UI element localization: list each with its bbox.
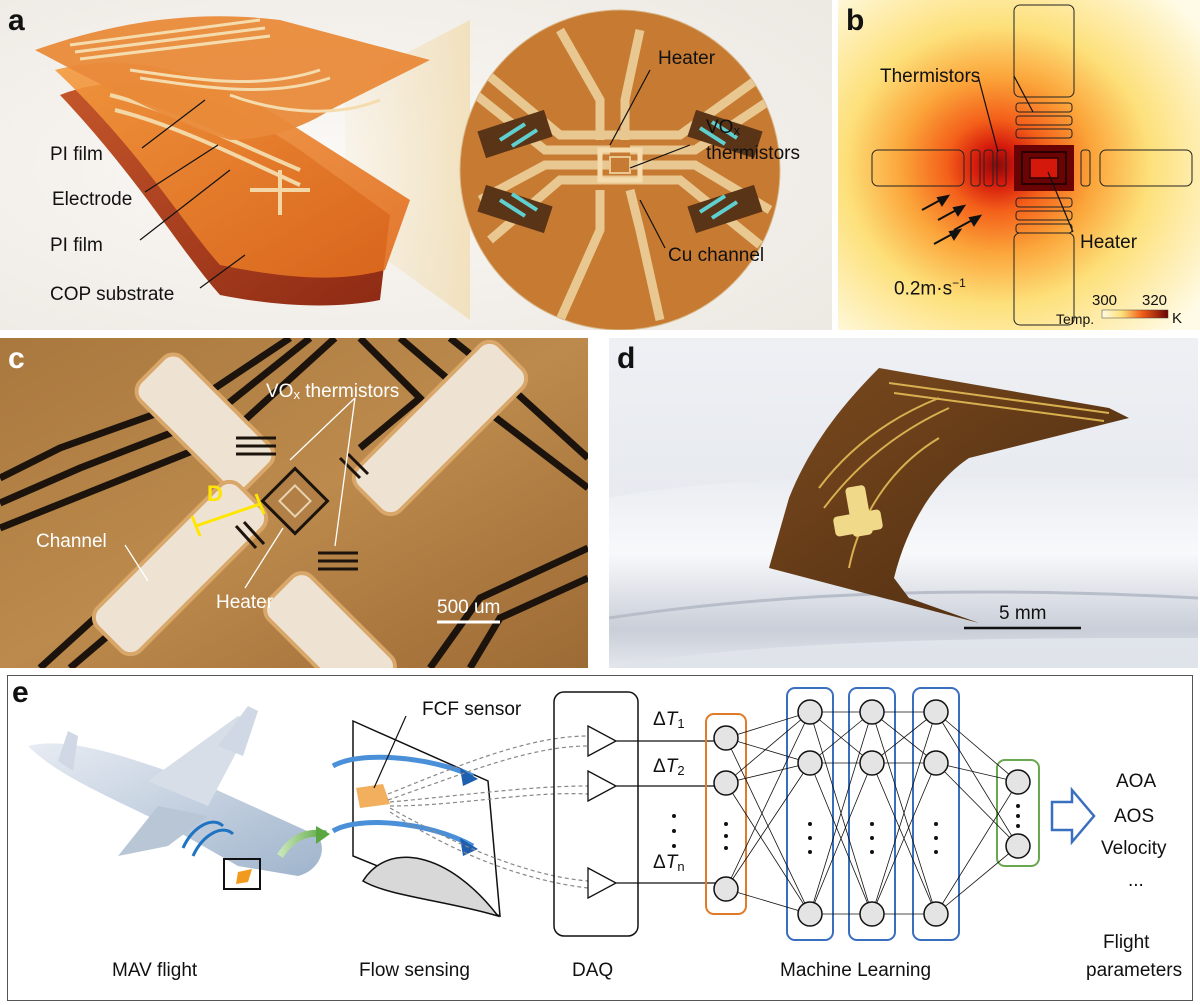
hidden-layer-1-box: [786, 687, 834, 941]
label-stage-mav-flight: MAV flight: [112, 960, 198, 981]
label-thermistors-b: Thermistors: [880, 66, 981, 87]
label-heater-a: Heater: [658, 48, 716, 69]
flexible-sensor-photo: [609, 338, 1198, 668]
hidden-layer-2-box: [848, 687, 896, 941]
temperature-field-map: [838, 0, 1200, 330]
label-d: D: [207, 481, 223, 506]
label-output-aoa: AOA: [1116, 771, 1157, 792]
label-stage-flow-sensing: Flow sensing: [359, 960, 470, 981]
panel-letter-d: d: [617, 342, 636, 375]
green-arrow-icon: [316, 826, 330, 844]
label-output-aos: AOS: [1114, 806, 1155, 827]
label-stage-flight: Flight: [1103, 932, 1150, 953]
sensor-micrograph: [0, 338, 588, 668]
panel-d-photo: d 5 mm: [609, 338, 1198, 668]
fcf-sensor-icon: [356, 784, 390, 808]
label-vox-thermistors-c: VOx thermistors: [266, 381, 400, 402]
label-velocity: 0.2m·s−1: [894, 276, 966, 300]
label-dt2: ΔT2: [653, 756, 685, 778]
label-cu-channel: Cu channel: [668, 245, 765, 266]
device-exploded-illustration: [0, 0, 832, 330]
hidden-layer-3-box: [912, 687, 960, 941]
temperature-color-scale: [1101, 309, 1169, 319]
workflow-diagram: [28, 687, 1096, 941]
label-fcf-sensor: FCF sensor: [422, 699, 522, 720]
label-scale-max: 320: [1142, 292, 1168, 309]
output-layer-box: [996, 759, 1040, 867]
label-output-ellipsis: ...: [1128, 870, 1144, 891]
panel-letter-b: b: [846, 4, 865, 37]
label-output-velocity: Velocity: [1101, 838, 1167, 859]
label-unit-k: K: [1172, 310, 1183, 327]
label-scale-min: 300: [1092, 292, 1118, 309]
daq-box: [553, 691, 639, 937]
panel-letter-a: a: [8, 4, 25, 37]
label-pi-film-bottom: PI film: [50, 235, 103, 256]
label-scale-c: 500 um: [437, 597, 501, 618]
panel-letter-c: c: [8, 342, 25, 375]
label-electrode: Electrode: [52, 189, 133, 210]
output-arrow-icon: [1050, 786, 1096, 846]
label-stage-daq: DAQ: [572, 960, 614, 981]
label-dt1: ΔT1: [653, 709, 685, 731]
label-dtn: ΔTn: [653, 852, 685, 874]
panel-b-thermal-simulation: b Thermistors Heater 0.2m·s−1 300 320 Te…: [838, 0, 1200, 330]
label-temp: Temp.: [1056, 311, 1095, 327]
label-heater-c: Heater: [216, 592, 274, 613]
panel-letter-e: e: [12, 676, 29, 709]
mav-plane-icon: [28, 706, 322, 890]
label-channel: Channel: [36, 531, 107, 552]
label-thermistors-a: thermistors: [706, 143, 800, 164]
panel-e-workflow: e FCF sensor ΔT1 ΔT2 ΔTn AOA AOS Velocit…: [7, 675, 1193, 1001]
label-cop-substrate: COP substrate: [50, 284, 175, 305]
panel-c-micrograph: c VOx thermistors D Channel Heater 500 u…: [0, 338, 588, 668]
label-pi-film-top: PI film: [50, 144, 103, 165]
label-vox-thermistors-a: VOx: [706, 117, 740, 138]
label-heater-b: Heater: [1080, 232, 1138, 253]
label-scale-d: 5 mm: [999, 603, 1047, 624]
label-stage-machine-learning: Machine Learning: [780, 960, 932, 981]
panel-a-device-schematic: a PI film Electrode PI film COP substrat…: [0, 0, 832, 330]
label-stage-parameters: parameters: [1086, 960, 1183, 981]
